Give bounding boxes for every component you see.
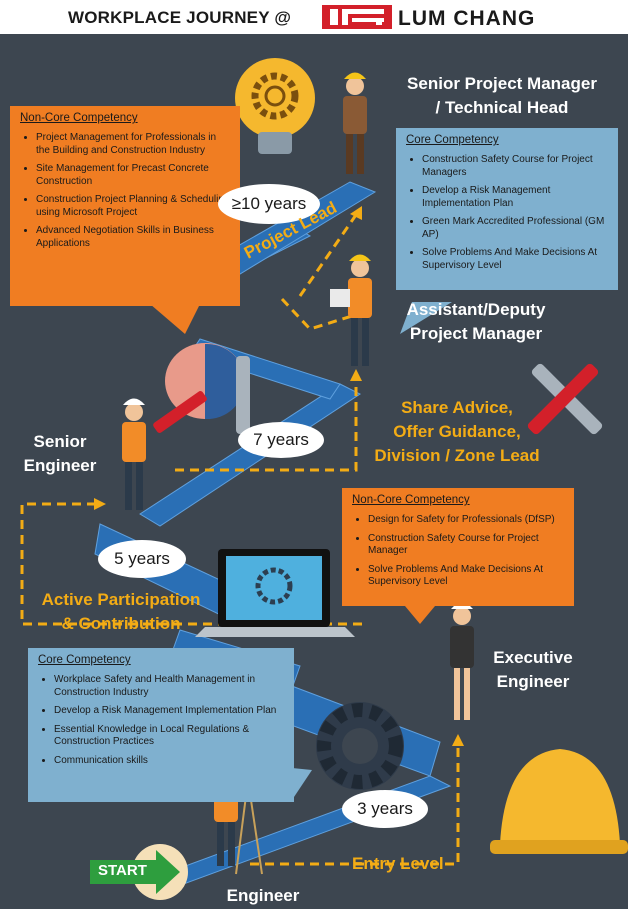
list-item: Project Management for Professionals in … xyxy=(36,132,232,157)
list-item: Develop a Risk Management Implementation… xyxy=(422,185,610,210)
list-item: Advanced Negotiation Skills in Business … xyxy=(36,225,232,250)
header-title: WORKPLACE JOURNEY @ xyxy=(68,8,292,27)
header-brand: LUM CHANG xyxy=(398,7,536,30)
core-competency-bottom: Core Competency Workplace Safety and Hea… xyxy=(28,648,294,802)
years-bubble-3: 3 years xyxy=(344,792,426,826)
role-executive-engineer: Executive Engineer xyxy=(493,648,573,691)
journey-canvas: Non-Core Competency Project Management f… xyxy=(0,34,628,909)
box-heading: Core Competency xyxy=(38,654,131,666)
list-item: Construction Safety Course for Project M… xyxy=(422,154,610,179)
box-heading: Non-Core Competency xyxy=(352,494,470,506)
hard-hat-icon xyxy=(490,749,628,854)
label-active-participation: Active Participation & Contribution xyxy=(41,590,201,633)
years-bubble-10: ≥10 years xyxy=(220,186,318,222)
list-item: Construction Project Planning & Scheduli… xyxy=(36,194,232,219)
list-item: Workplace Safety and Health Management i… xyxy=(54,674,286,699)
list-item: Green Mark Accredited Professional (GM A… xyxy=(422,216,610,241)
box-heading: Core Competency xyxy=(406,134,499,146)
noncore-competency-middle: Non-Core Competency Design for Safety fo… xyxy=(342,488,574,606)
role-engineer: Engineer xyxy=(226,886,300,905)
list-item: Solve Problems And Make Decisions At Sup… xyxy=(422,247,610,272)
label-entry-level: Entry Level xyxy=(352,854,444,873)
list-item: Design for Safety for Professionals (DfS… xyxy=(368,514,566,527)
worker-assistant-pm xyxy=(330,254,372,366)
list-item: Solve Problems And Make Decisions At Sup… xyxy=(368,564,566,589)
header: WORKPLACE JOURNEY @ LUM CHANG xyxy=(0,0,628,34)
worker-executive-engineer xyxy=(450,602,474,720)
core-competency-top: Core Competency Construction Safety Cour… xyxy=(396,128,618,290)
role-senior-project-manager: Senior Project Manager / Technical Head xyxy=(407,74,597,117)
label-share-advice: Share Advice, Offer Guidance, Division /… xyxy=(374,398,540,465)
role-senior-engineer: Senior Engineer xyxy=(23,432,97,475)
laptop-gear-icon xyxy=(195,549,355,637)
noncore-competency-top: Non-Core Competency Project Management f… xyxy=(10,106,240,306)
list-item: Communication skills xyxy=(54,755,286,768)
role-assistant-project-manager: Assistant/Deputy Project Manager xyxy=(406,300,546,343)
years-bubble-7: 7 years xyxy=(240,424,322,456)
lightbulb-gear-icon xyxy=(235,58,315,154)
brain-tools-icon xyxy=(153,343,250,434)
worker-senior-pm xyxy=(343,72,367,174)
start-arrow xyxy=(90,844,188,900)
box-heading: Non-Core Competency xyxy=(20,112,138,124)
start-label: START xyxy=(98,862,147,879)
lum-chang-logo xyxy=(322,5,392,29)
years-bubble-5: 5 years xyxy=(100,542,184,576)
list-item: Essential Knowledge in Local Regulations… xyxy=(54,724,286,749)
list-item: Construction Safety Course for Project M… xyxy=(368,533,566,558)
list-item: Site Management for Precast Concrete Con… xyxy=(36,163,232,188)
list-item: Develop a Risk Management Implementation… xyxy=(54,705,286,718)
gear-icon xyxy=(316,702,404,790)
worker-senior-engineer xyxy=(122,398,146,510)
crossed-tools-icon xyxy=(527,363,603,435)
